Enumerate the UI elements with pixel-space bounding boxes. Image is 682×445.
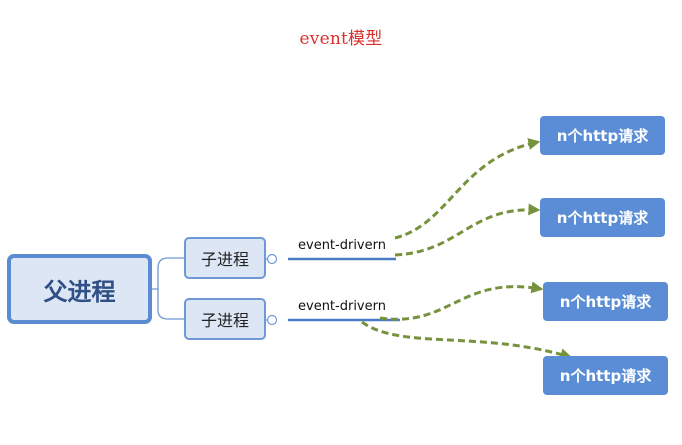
child1-collapse-toggle <box>266 253 278 265</box>
arrow-to-request-1 <box>394 138 541 240</box>
child-process-node-1: 子进程 <box>184 237 266 279</box>
http-request-node-3: n个http请求 <box>543 282 668 321</box>
diagram-title: event模型 <box>299 29 383 49</box>
parent-child-connector <box>152 257 184 320</box>
event-driven-label-1: event-drivern <box>298 238 386 253</box>
child2-collapse-toggle <box>266 314 278 326</box>
http-request-node-4: n个http请求 <box>543 356 668 395</box>
arrow-to-request-4 <box>361 320 573 360</box>
arrow-to-request-3 <box>379 281 544 321</box>
http-request-node-2: n个http请求 <box>540 198 665 237</box>
event-driven-label-2: event-drivern <box>298 299 386 314</box>
http-request-node-1: n个http请求 <box>540 116 665 155</box>
arrow-to-request-2 <box>394 203 541 257</box>
parent-process-node: 父进程 <box>7 254 152 324</box>
child-process-node-2: 子进程 <box>184 298 266 340</box>
